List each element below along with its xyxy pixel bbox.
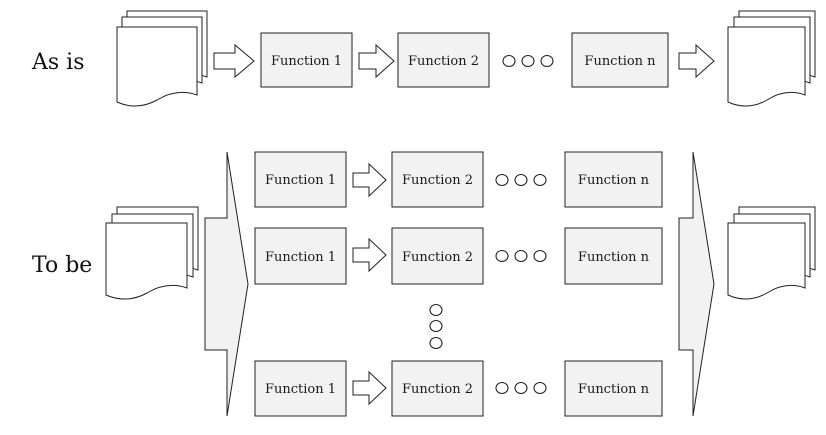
to-be-merge-funnel-icon	[678, 151, 715, 417]
as-is-ellipsis-dots	[502, 54, 554, 68]
to-be-row-1-ellipsis-dots	[495, 173, 547, 187]
to-be-row-1-function-n-box: Function n	[564, 151, 663, 208]
as-is-function-1-box: Function 1	[260, 32, 353, 88]
to-be-row-1-function-2-box: Function 2	[391, 151, 484, 208]
to-be-row-1-function-n-label: Function n	[578, 173, 650, 188]
to-be-row-1-function-1-label: Function 1	[265, 173, 336, 188]
to-be-row-3-arrow-icon	[352, 370, 387, 406]
as-is-function-n-box: Function n	[571, 32, 669, 88]
to-be-row-2-function-1-label: Function 1	[265, 250, 336, 265]
to-be-row-3-function-1-label: Function 1	[265, 382, 336, 397]
to-be-vertical-ellipsis-dots	[429, 303, 443, 350]
as-is-output-document-icon	[727, 10, 816, 107]
as-is-function-1-label: Function 1	[271, 54, 342, 69]
to-be-row-2: Function 1 Function 2 Function n	[254, 227, 663, 285]
to-be-row-1: Function 1 Function 2 Function n	[254, 151, 663, 208]
to-be-row-2-function-n-label: Function n	[578, 250, 650, 265]
to-be-row-3-ellipsis-dots	[495, 381, 547, 395]
to-be-row-1-function-2-label: Function 2	[402, 173, 473, 188]
to-be-row-2-function-2-box: Function 2	[391, 227, 484, 285]
as-is-arrow-icon	[213, 43, 255, 79]
to-be-row-1-arrow-icon	[352, 162, 387, 198]
to-be-split-funnel-icon	[204, 151, 249, 417]
as-is-label: As is	[31, 50, 85, 75]
as-is-arrow-icon	[678, 43, 715, 79]
to-be-row-3-function-2-box: Function 2	[391, 360, 484, 417]
to-be-row-3-function-n-label: Function n	[578, 382, 650, 397]
to-be-row-3-function-n-box: Function n	[564, 360, 663, 417]
as-is-arrow-icon	[358, 43, 395, 79]
to-be-row-2-arrow-icon	[352, 237, 387, 273]
as-is-input-document-icon	[116, 10, 208, 107]
as-is-function-n-label: Function n	[584, 54, 656, 69]
to-be-row-2-function-1-box: Function 1	[254, 227, 347, 285]
to-be-row-3-function-1-box: Function 1	[254, 360, 347, 417]
to-be-row-2-ellipsis-dots	[495, 249, 547, 263]
to-be-label: To be	[32, 253, 92, 278]
to-be-row-3-function-2-label: Function 2	[402, 382, 473, 397]
as-is-function-2-label: Function 2	[408, 54, 479, 69]
to-be-row-1-function-1-box: Function 1	[254, 151, 347, 208]
to-be-row-2-function-n-box: Function n	[564, 227, 663, 285]
to-be-output-document-icon	[727, 206, 816, 300]
to-be-row-2-function-2-label: Function 2	[402, 250, 473, 265]
as-is-function-2-box: Function 2	[397, 32, 490, 88]
to-be-input-document-icon	[105, 206, 199, 300]
to-be-row-3: Function 1 Function 2 Function n	[254, 360, 663, 417]
